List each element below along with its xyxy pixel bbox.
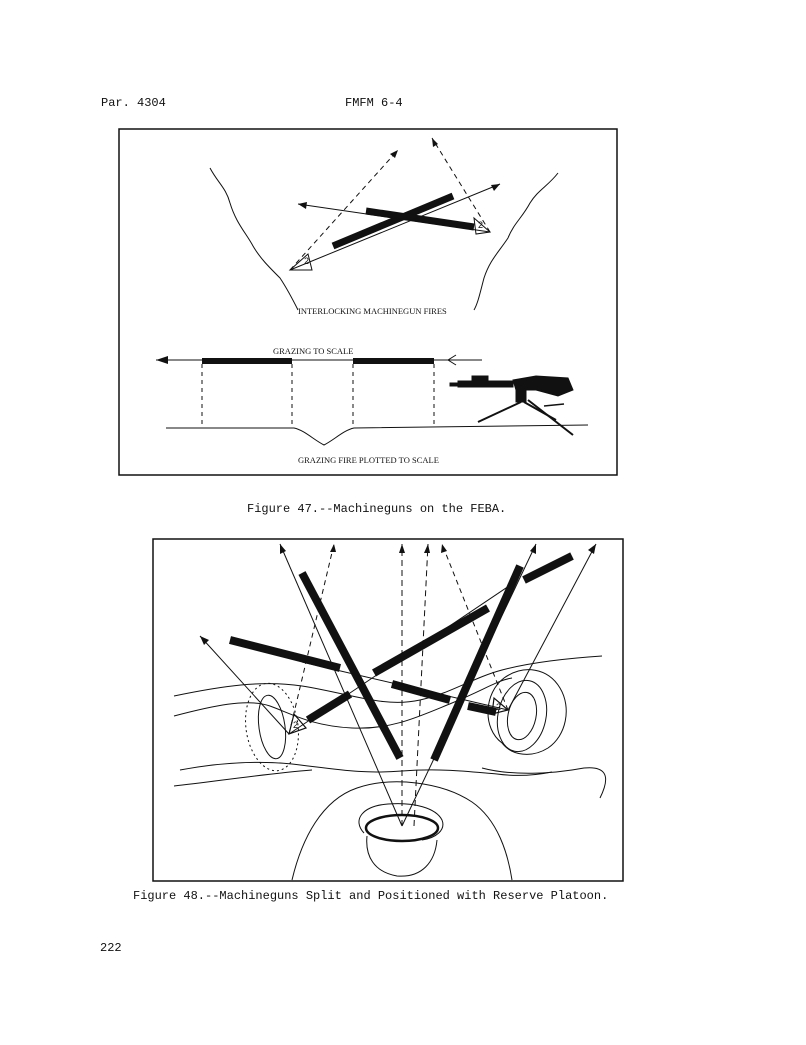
arrowhead-icon [588, 544, 596, 554]
figure-48-frame [152, 538, 624, 882]
arrowhead-icon [530, 544, 536, 554]
gun-position-left-icon [288, 253, 313, 271]
gun-position-left-icon [288, 712, 308, 735]
final-protective-line-2 [413, 543, 429, 827]
beaten-zone-right-gun [365, 207, 475, 231]
arrowhead-icon [200, 636, 209, 645]
valley-left-slope [209, 167, 299, 311]
fire-line-right-gun [507, 543, 597, 711]
sector-limit-right-gun [441, 543, 509, 711]
figure-48-diagram: 2 2 [152, 538, 624, 882]
machinegun-tripod-icon [449, 375, 574, 436]
beaten-zone-right-far [522, 552, 574, 584]
fire-line-left-gun [199, 635, 290, 735]
gun-number-left: 2 [293, 720, 298, 730]
label-grazing-fire-plotted: GRAZING FIRE PLOTTED TO SCALE [298, 455, 439, 465]
arrowhead-icon [441, 544, 447, 553]
terrain-contours [173, 655, 606, 881]
fire-line-reserve-left [279, 543, 403, 827]
gun-number-right: 2 [478, 220, 483, 230]
arrowhead-icon [330, 544, 336, 552]
fire-line-reserve-right [401, 543, 537, 827]
fire-line-left-gun [289, 183, 501, 271]
arrowhead-icon [447, 354, 457, 366]
fire-line-right-gun [297, 203, 491, 233]
ground-profile [166, 424, 589, 446]
arrowhead-icon [432, 138, 438, 147]
arrowhead-icon [298, 202, 307, 209]
beaten-zone-center-left [298, 571, 404, 760]
sector-limit-right-gun [431, 137, 491, 233]
running-header-left: Par. 4304 [101, 96, 166, 110]
page-number: 222 [100, 941, 122, 955]
gun-position-right-icon [491, 696, 510, 715]
valley-right-slope [473, 172, 559, 311]
beaten-zone-left-gun [331, 192, 455, 250]
gun-number-left: 2 [304, 256, 309, 266]
arrowhead-icon [424, 544, 430, 553]
arrowhead-icon [491, 184, 500, 191]
beaten-zone-right-tip [467, 702, 497, 716]
arrowhead-icon [390, 150, 398, 158]
arrowhead-icon [399, 544, 405, 553]
fire-line-right-gun-cross [301, 661, 509, 711]
sector-limit-left-gun [288, 543, 335, 735]
figure-48-caption: Figure 48.--Machineguns Split and Positi… [133, 889, 609, 903]
beaten-zone-left-upper [229, 636, 341, 672]
fire-line-left-gun-cross [288, 583, 513, 735]
arrowhead-icon [156, 356, 168, 364]
figure-47-caption: Figure 47.--Machineguns on the FEBA. [247, 502, 507, 516]
beaten-zone-left-lower [372, 604, 490, 677]
running-header-center: FMFM 6-4 [345, 96, 403, 110]
figure-47-frame [118, 128, 618, 476]
label-grazing-to-scale: GRAZING TO SCALE [273, 346, 353, 356]
gun-position-right-icon [473, 216, 492, 235]
arrowhead-icon [280, 544, 286, 554]
figure-47-diagram: 2 2 INTERLOCKING MACHINEGUN FIRES GRAZIN… [118, 128, 618, 476]
gun-number-right: 2 [496, 702, 501, 712]
label-interlocking-fires: INTERLOCKING MACHINEGUN FIRES [298, 306, 447, 316]
